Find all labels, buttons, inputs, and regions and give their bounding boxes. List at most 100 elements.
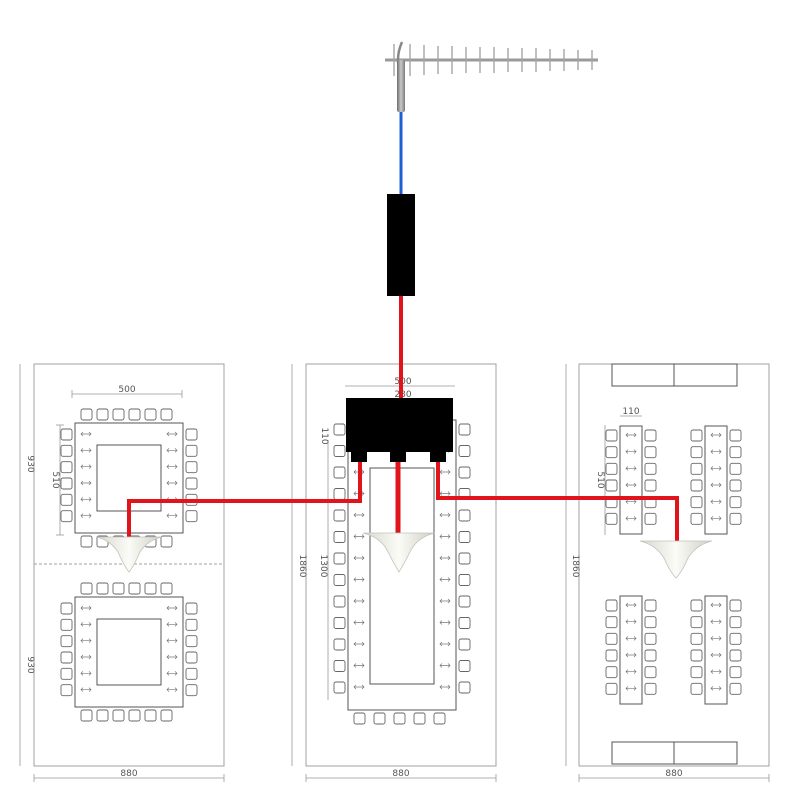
right-table-height-label: 510 xyxy=(595,471,605,488)
place-mark xyxy=(353,598,365,604)
chair-icon xyxy=(690,682,703,695)
place-mark xyxy=(80,431,92,437)
place-mark xyxy=(353,663,365,668)
chair-icon xyxy=(80,535,93,548)
chair-icon xyxy=(605,649,618,662)
place-mark xyxy=(166,464,178,469)
place-mark xyxy=(710,516,722,521)
chair-icon xyxy=(644,649,657,662)
chair-icon xyxy=(690,599,703,612)
chair-icon xyxy=(60,667,73,680)
chair-icon xyxy=(60,493,73,506)
place-mark xyxy=(166,431,178,437)
place-mark xyxy=(80,464,92,469)
chair-icon xyxy=(458,660,471,672)
chair-icon xyxy=(185,684,198,697)
place-mark xyxy=(80,605,92,611)
chair-icon xyxy=(60,428,73,441)
table-icon xyxy=(74,596,184,708)
chair-icon xyxy=(729,682,742,695)
place-mark xyxy=(80,480,92,486)
place-mark xyxy=(439,512,451,518)
chair-icon xyxy=(60,684,73,697)
chair-icon xyxy=(690,649,703,662)
chair-icon xyxy=(333,617,346,629)
place-mark xyxy=(625,686,637,691)
left-table-width-label: 500 xyxy=(118,385,135,395)
place-mark xyxy=(80,671,92,676)
chair-icon xyxy=(605,479,618,492)
place-mark xyxy=(625,499,637,504)
chair-icon xyxy=(644,479,657,492)
feed-cable-right xyxy=(436,456,679,544)
place-mark xyxy=(353,577,365,582)
place-mark xyxy=(353,534,365,539)
chair-icon xyxy=(729,446,742,459)
chair-icon xyxy=(690,632,703,645)
left-room-width-label: 880 xyxy=(120,769,137,779)
chair-icon xyxy=(80,709,93,722)
chair-icon xyxy=(144,582,157,595)
chair-icon xyxy=(644,429,657,442)
chair-icon xyxy=(458,466,471,479)
place-mark xyxy=(710,686,722,691)
chair-icon xyxy=(690,429,703,442)
place-mark xyxy=(166,654,178,660)
place-mark xyxy=(166,687,178,692)
chair-icon xyxy=(729,666,742,679)
chair-icon xyxy=(333,552,346,565)
place-mark xyxy=(625,466,637,471)
place-mark xyxy=(439,620,451,625)
chair-icon xyxy=(333,574,346,586)
chair-icon xyxy=(128,709,141,722)
chair-icon xyxy=(185,651,198,664)
chair-icon xyxy=(333,660,346,672)
place-mark xyxy=(439,469,451,475)
place-mark xyxy=(166,480,178,486)
chair-icon xyxy=(112,408,125,421)
place-mark xyxy=(710,602,722,608)
chair-icon xyxy=(644,599,657,612)
place-mark xyxy=(710,636,722,641)
place-mark xyxy=(80,448,92,453)
left-table-height-label: 510 xyxy=(50,471,60,488)
chair-icon xyxy=(96,582,109,595)
chair-icon xyxy=(333,531,346,543)
place-mark xyxy=(439,598,451,604)
place-mark xyxy=(166,622,178,627)
place-mark xyxy=(353,641,365,647)
chair-icon xyxy=(644,682,657,695)
chair-icon xyxy=(333,638,346,651)
chair-icon xyxy=(458,531,471,543)
chair-icon xyxy=(185,477,198,490)
chair-icon xyxy=(729,479,742,492)
furniture-layer xyxy=(60,363,742,765)
place-mark xyxy=(80,622,92,627)
chair-icon xyxy=(690,616,703,629)
place-mark xyxy=(710,432,722,438)
chair-icon xyxy=(333,509,346,522)
chair-icon xyxy=(393,712,406,725)
center-room-width-label: 880 xyxy=(392,769,409,779)
place-mark xyxy=(166,605,178,611)
place-mark xyxy=(710,449,722,454)
place-mark xyxy=(625,449,637,454)
chair-icon xyxy=(185,444,198,457)
chair-icon xyxy=(185,461,198,474)
chair-icon xyxy=(690,666,703,679)
center-small-label: 110 xyxy=(319,427,329,444)
chair-icon xyxy=(160,582,173,595)
chair-icon xyxy=(644,666,657,679)
yagi-antenna-icon xyxy=(385,41,598,112)
chair-icon xyxy=(605,512,618,525)
place-mark xyxy=(166,671,178,676)
place-mark xyxy=(625,669,637,674)
repeater-icon xyxy=(387,194,415,296)
place-mark xyxy=(80,497,92,502)
place-mark xyxy=(353,684,365,690)
chair-icon xyxy=(729,496,742,509)
place-mark xyxy=(625,652,637,658)
place-mark xyxy=(710,466,722,471)
chair-icon xyxy=(729,512,742,525)
